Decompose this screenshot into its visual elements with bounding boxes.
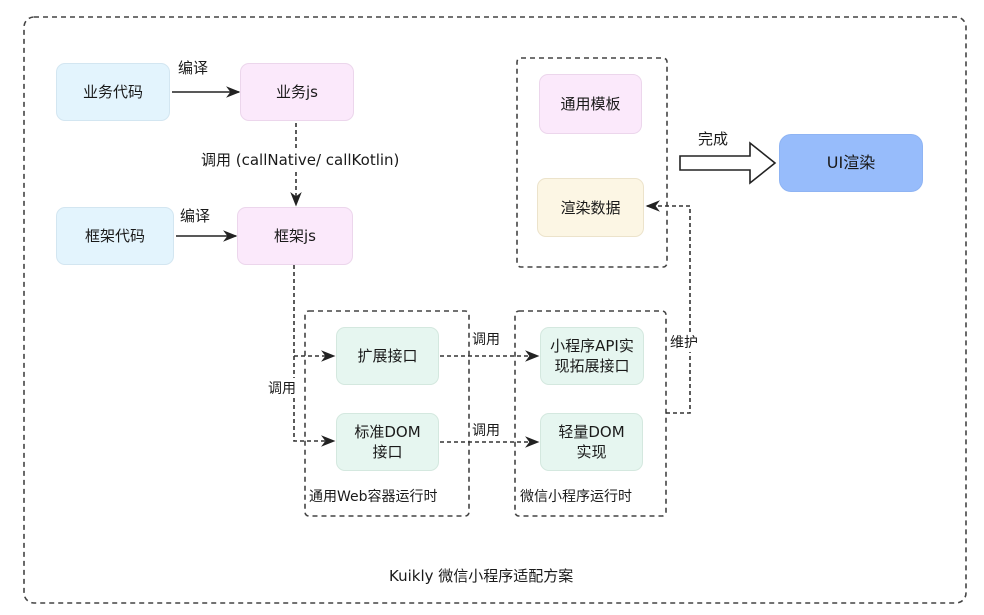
business-js-node: 业务js	[240, 63, 354, 121]
framework-js-node: 框架js	[237, 207, 353, 265]
extension-interface-node: 扩展接口	[336, 327, 439, 385]
light-dom-line1: 轻量DOM	[558, 423, 625, 441]
miniprogram-api-line2: 现拓展接口	[554, 357, 630, 375]
light-dom-node: 轻量DOM 实现	[540, 413, 643, 471]
generic-template-node: 通用模板	[539, 74, 642, 134]
light-dom-line2: 实现	[576, 443, 607, 461]
compile-business-label: 编译	[178, 59, 209, 77]
maintain-arrow	[645, 200, 691, 414]
complete-arrow	[679, 141, 777, 185]
business-code-node: 业务代码	[56, 63, 170, 121]
call-dom-arrow	[293, 356, 336, 447]
compile-framework-label: 编译	[180, 207, 211, 225]
miniprogram-api-line1: 小程序API实	[550, 337, 634, 355]
web-runtime-label: 通用Web容器运行时	[309, 489, 438, 505]
maintain-label: 维护	[670, 332, 698, 352]
render-group-frame	[516, 57, 668, 268]
diagram-caption: Kuikly 微信小程序适配方案	[389, 567, 574, 585]
call-dom-label: 调用	[472, 423, 500, 439]
standard-dom-interface-node: 标准DOM 接口	[336, 413, 439, 471]
web-runtime-frame	[304, 310, 470, 517]
miniprogram-api-node: 小程序API实 现拓展接口	[540, 327, 644, 385]
wechat-runtime-label: 微信小程序运行时	[520, 489, 632, 505]
standard-dom-line2: 接口	[372, 443, 403, 461]
call-native-label: 调用 (callNative/ callKotlin)	[201, 149, 400, 170]
render-data-node: 渲染数据	[537, 178, 644, 237]
complete-label: 完成	[698, 130, 729, 148]
standard-dom-line1: 标准DOM	[354, 423, 421, 441]
outer-frame	[23, 16, 967, 604]
framework-code-node: 框架代码	[56, 207, 174, 265]
call-extension-label: 调用	[472, 332, 500, 348]
call-left-label: 调用	[268, 378, 296, 398]
ui-render-node: UI渲染	[779, 134, 923, 192]
